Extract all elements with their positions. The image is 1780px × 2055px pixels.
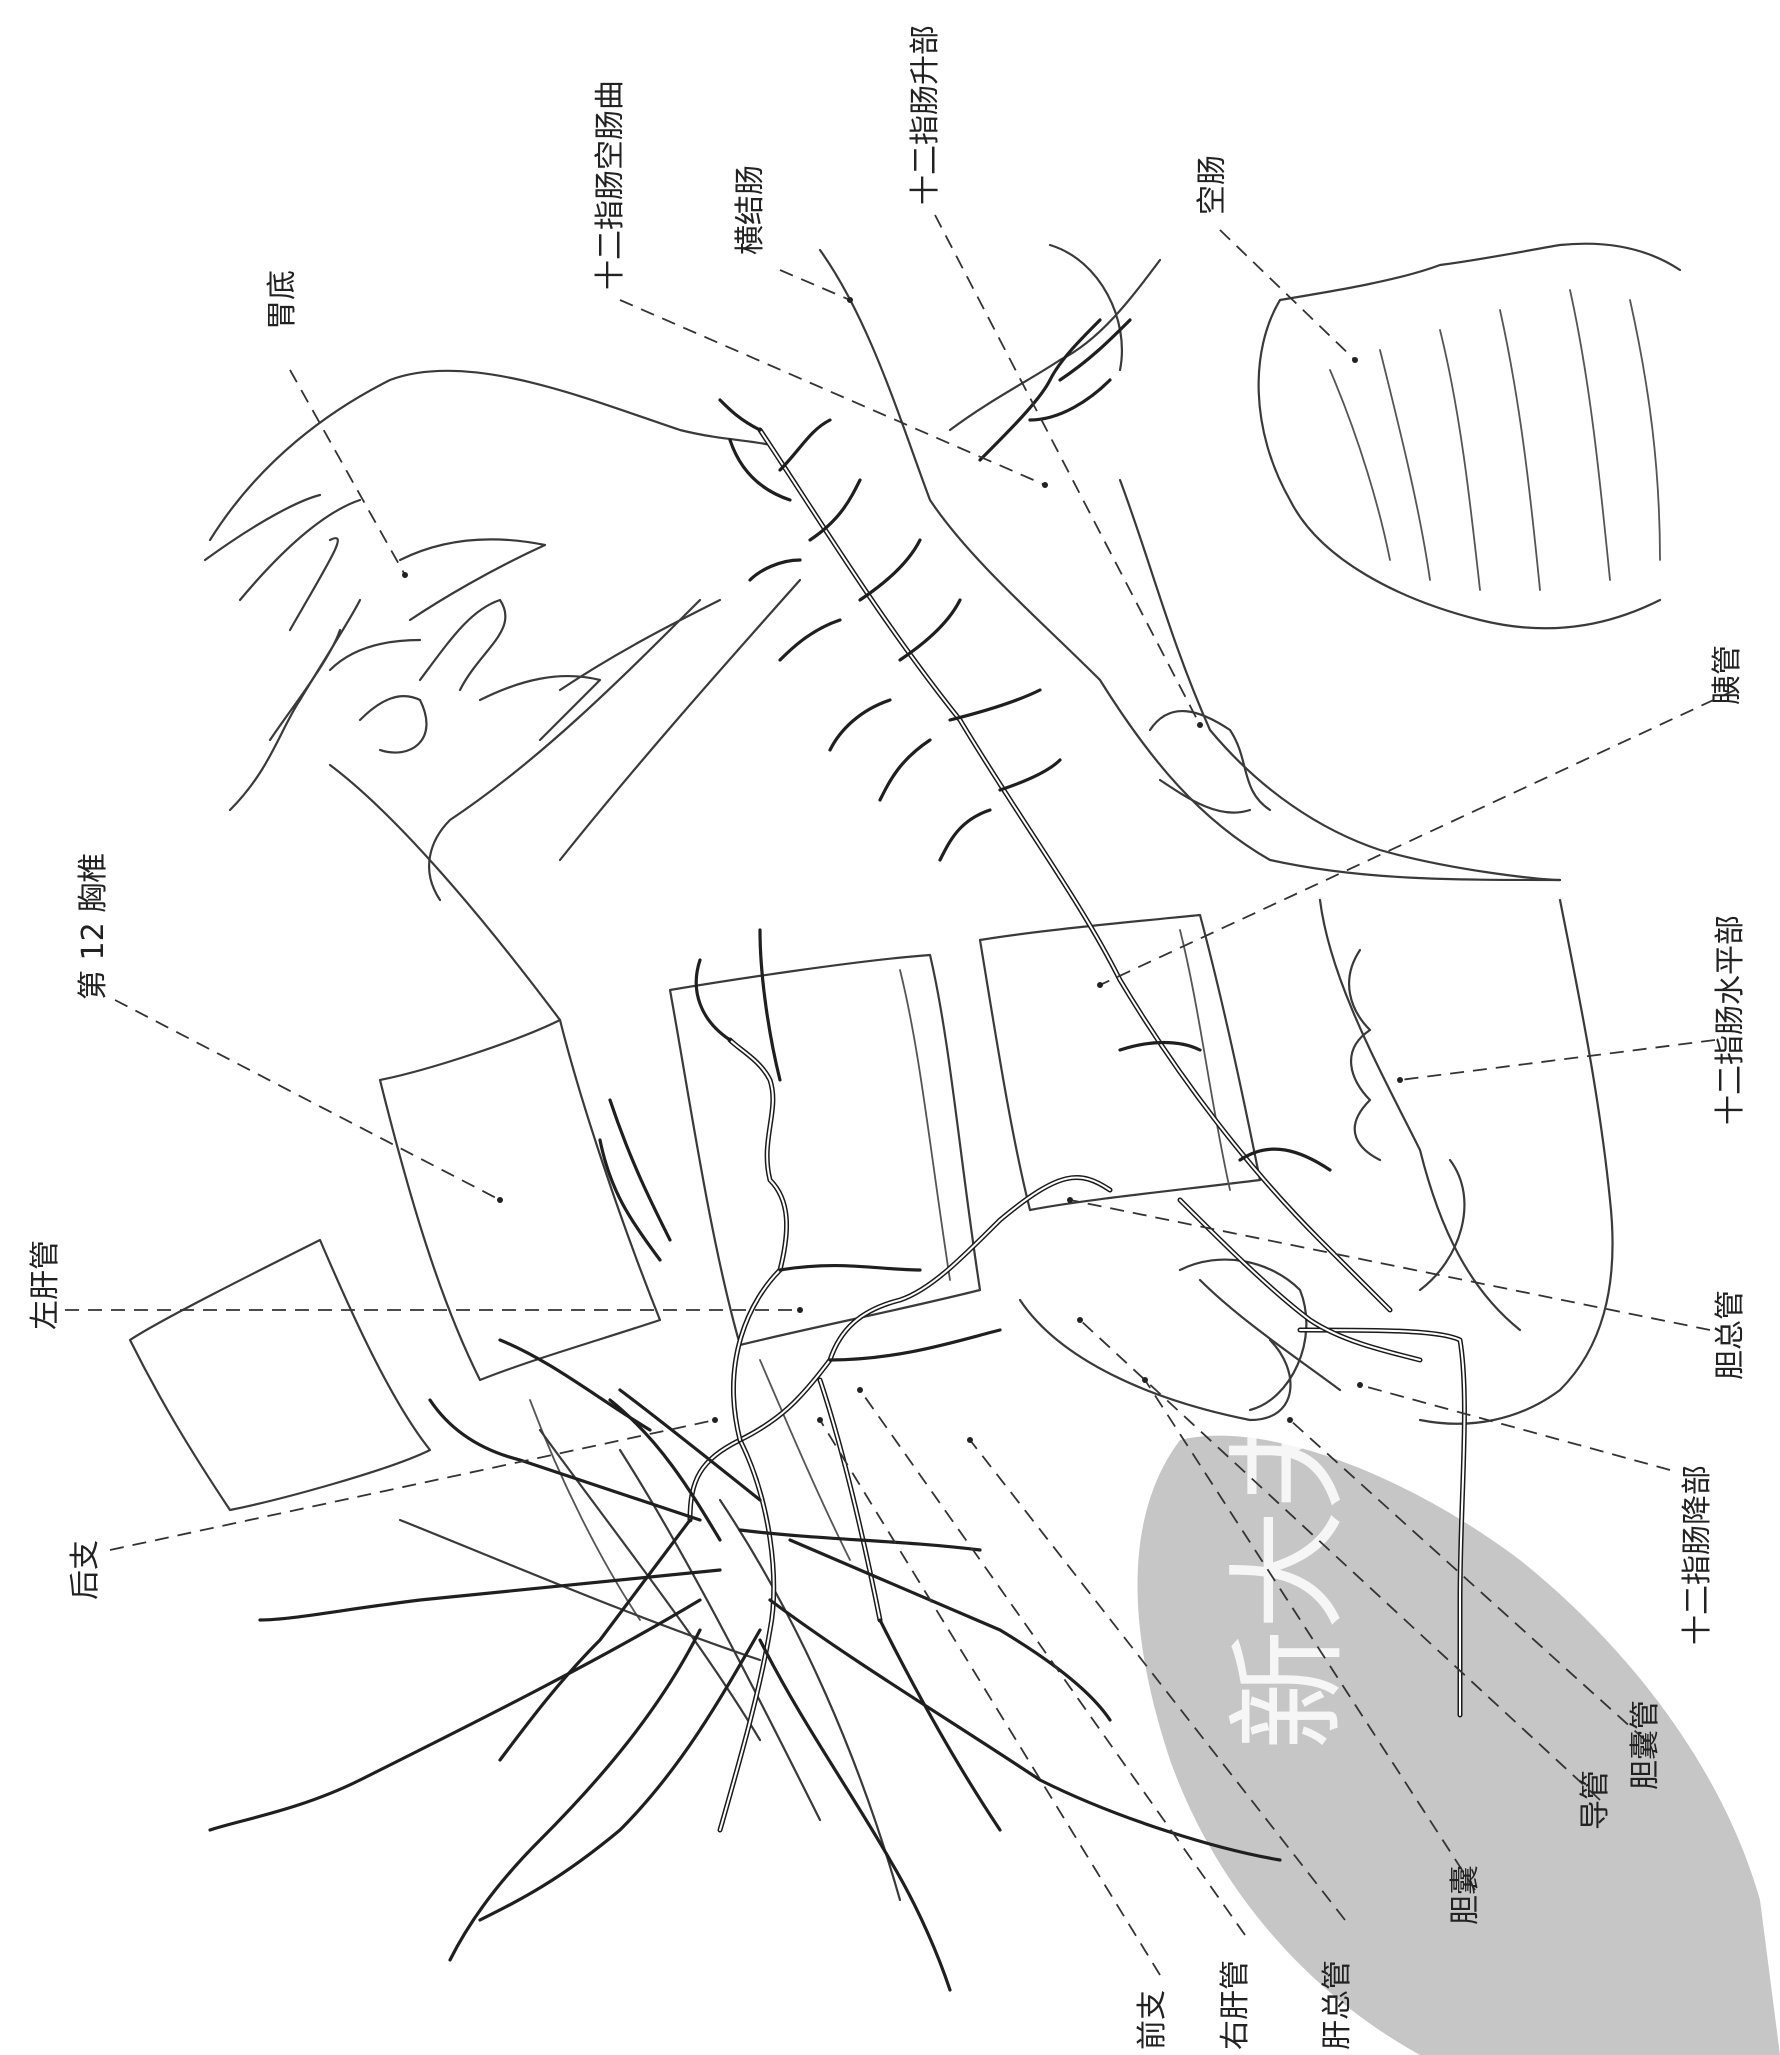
label-guide-tube: 导管 [1578,1770,1613,1830]
label-common-bile-duct: 胆总管 [1713,1290,1748,1380]
label-gallbladder: 胆囊 [1448,1865,1483,1925]
label-duodenum-ascending: 十二指肠升部 [908,25,943,205]
stomach-outline [205,371,770,810]
bowel-outlines [820,245,1613,1424]
label-posterior-branch: 后支 [68,1540,103,1600]
rib-lines [330,580,900,1900]
label-gallbladder-duct: 胆囊管 [1628,1700,1663,1790]
watermark-text: 新大夫医书 [1220,1150,1359,1750]
label-jejunum: 空肠 [1195,155,1230,215]
label-stomach-fundus: 胃底 [265,270,300,330]
label-twelfth-thoracic-vertebra: 第 12 胸椎 [76,853,111,1000]
label-anterior-branch: 前支 [1135,1990,1170,2050]
label-left-hepatic-duct: 左肝管 [28,1240,63,1330]
label-duodenojejunal-flexure: 十二指肠空肠曲 [593,80,628,290]
label-duodenum-horizontal: 十二指肠水平部 [1713,915,1748,1125]
label-pancreatic-duct: 胰管 [1710,645,1745,705]
label-common-hepatic-duct: 肝总管 [1320,1960,1355,2050]
label-duodenum-descending: 十二指肠降部 [1680,1465,1715,1645]
jejunum-outline [1259,244,1680,629]
vertebrae [130,915,1260,1620]
label-right-hepatic-duct: 右肝管 [1218,1960,1253,2050]
label-transverse-colon: 横结肠 [733,165,768,255]
